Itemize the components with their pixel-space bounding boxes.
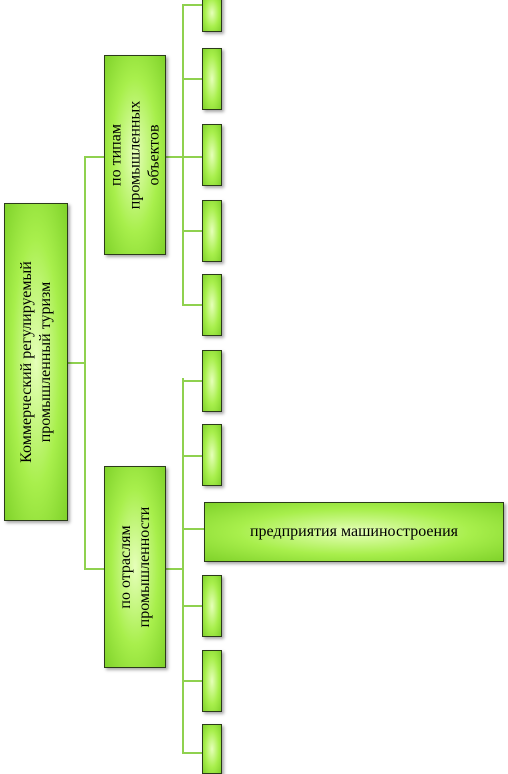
leaf-node	[202, 724, 222, 774]
branch-1-line-3: объектов	[145, 124, 163, 186]
leaf-connector	[182, 230, 204, 232]
connector-top-stub	[166, 156, 184, 158]
leaf-connector	[182, 156, 204, 158]
connector-bottom-vertical	[182, 378, 184, 754]
leaf-node	[202, 575, 222, 637]
branch-2-line-2: промышленности	[136, 506, 153, 628]
leaf-connector	[182, 4, 204, 6]
connector-branch-top	[84, 156, 106, 158]
root-label-line-2: промышленный туризм	[37, 281, 54, 443]
leaf-node	[202, 424, 222, 486]
branch-1-line-2: промышленных	[126, 100, 144, 210]
branch-2-line-1: по отраслям	[117, 525, 134, 609]
branch-node-industries: по отраслям промышленности	[104, 466, 166, 668]
connector-branch-bottom	[84, 568, 106, 570]
connector-root-vertical	[84, 156, 86, 570]
branch-node-object-types: по типам промышленных объектов	[104, 55, 166, 255]
leaf-node-machine-building: предприятия машиностроения	[204, 502, 504, 562]
machine-building-label: предприятия машиностроения	[249, 523, 459, 540]
root-label-line-1: Коммерческий регулируемый	[18, 261, 35, 463]
connector-root-stub	[68, 362, 86, 364]
leaf-connector	[182, 304, 204, 306]
leaf-connector	[182, 78, 204, 80]
leaf-connector	[182, 455, 204, 457]
leaf-node	[202, 124, 222, 186]
leaf-node	[202, 0, 222, 32]
leaf-connector	[182, 752, 204, 754]
leaf-connector	[182, 680, 204, 682]
leaf-node	[202, 650, 222, 712]
branch-1-line-1: по типам	[107, 124, 125, 186]
leaf-node	[202, 350, 222, 412]
leaf-connector	[182, 605, 204, 607]
connector-bottom-stub	[166, 568, 184, 570]
leaf-connector	[182, 380, 204, 382]
leaf-node	[202, 200, 222, 262]
leaf-node	[202, 48, 222, 110]
leaf-node	[202, 274, 222, 336]
connector-top-vertical	[182, 4, 184, 306]
root-node: Коммерческий регулируемый промышленный т…	[4, 203, 68, 521]
leaf-connector	[182, 528, 204, 530]
